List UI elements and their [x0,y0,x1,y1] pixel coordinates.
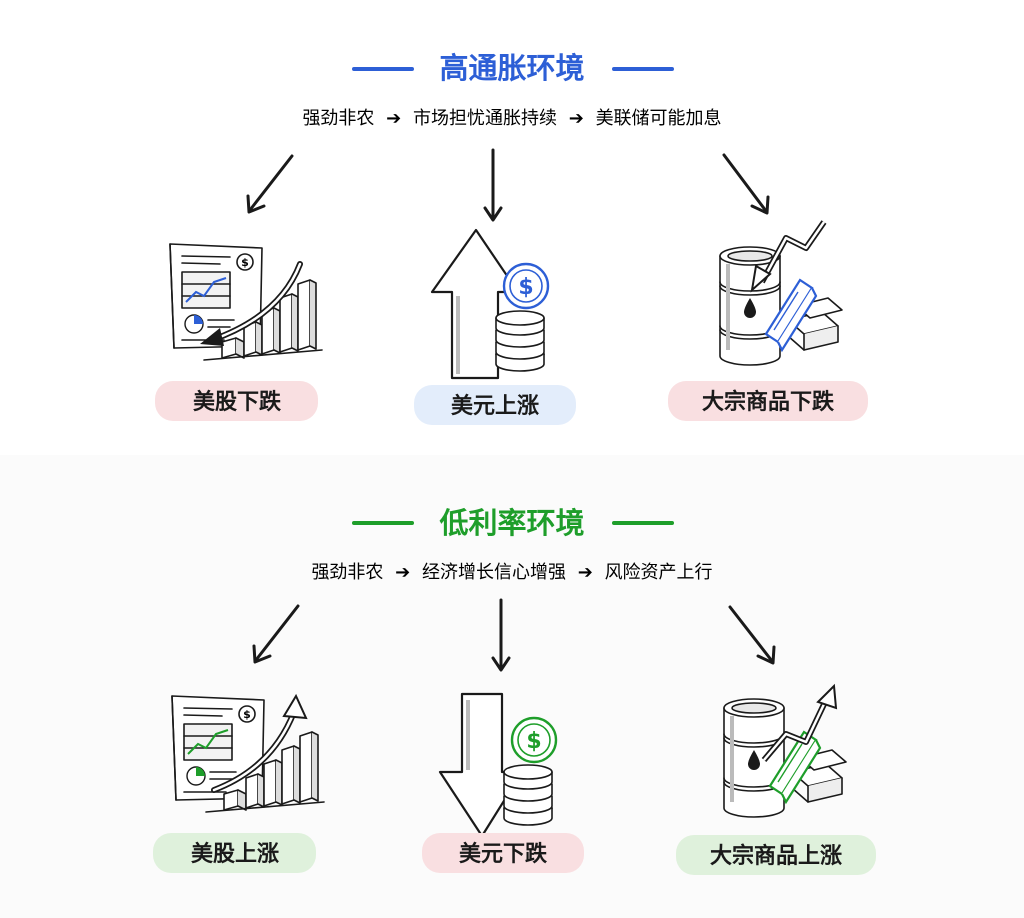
svg-text:美股下跌: 美股下跌 [193,389,282,415]
connector-arrow-right [722,153,770,215]
section-low-rate: 低利率环境 强劲非农 ➔ 经济增长信心增强 ➔ 风险资产上行 [153,506,876,875]
oil-gold-down-icon [718,222,844,367]
svg-text:美股上涨: 美股上涨 [191,841,279,867]
outcome-pill-us-stocks: 美股下跌 [155,381,318,421]
stock-chart-up-icon [171,696,325,813]
flow-arrow-icon: ➔ [578,562,593,583]
stock-chart-down-icon [169,243,323,361]
dollar-up-arrow-icon [430,228,550,380]
flow-line: 强劲非农 ➔ 市场担忧通胀持续 ➔ 美联储可能加息 [302,108,721,129]
connector-arrow-left [252,604,300,664]
flow-step-1: 强劲非农 [311,562,383,583]
connector-arrow-right [728,605,776,665]
flow-step-1: 强劲非农 [302,108,374,129]
connector-arrow-center [483,148,503,222]
outcome-pill-usd: 美元上涨 [414,385,576,425]
flow-arrow-icon: ➔ [569,108,584,129]
outcome-pill-commodities: 大宗商品上涨 [676,835,876,875]
outcome-pill-usd: 美元下跌 [422,833,584,873]
connector-arrow-center [491,598,511,672]
section-title: 高通胀环境 [439,51,584,85]
oil-gold-up-icon [722,686,848,819]
section-high-inflation: 高通胀环境 强劲非农 ➔ 市场担忧通胀持续 ➔ 美联储可能加息 [155,51,868,425]
svg-text:美元下跌: 美元下跌 [459,841,548,867]
flow-step-3: 美联储可能加息 [596,108,722,129]
flow-line: 强劲非农 ➔ 经济增长信心增强 ➔ 风险资产上行 [311,562,712,583]
svg-text:美元上涨: 美元上涨 [451,393,539,419]
flow-step-2: 经济增长信心增强 [422,562,566,583]
section-title: 低利率环境 [438,506,584,540]
svg-text:大宗商品下跌: 大宗商品下跌 [702,389,835,415]
outcome-pill-us-stocks: 美股上涨 [153,833,316,873]
flow-step-3: 风险资产上行 [605,562,713,583]
connector-arrow-left [246,154,294,214]
flow-step-2: 市场担忧通胀持续 [413,108,557,129]
flow-arrow-icon: ➔ [386,108,401,129]
flow-arrow-icon: ➔ [395,562,410,583]
svg-text:大宗商品上涨: 大宗商品上涨 [710,843,842,869]
outcome-pill-commodities: 大宗商品下跌 [668,381,868,421]
dollar-down-arrow-icon [438,692,558,838]
